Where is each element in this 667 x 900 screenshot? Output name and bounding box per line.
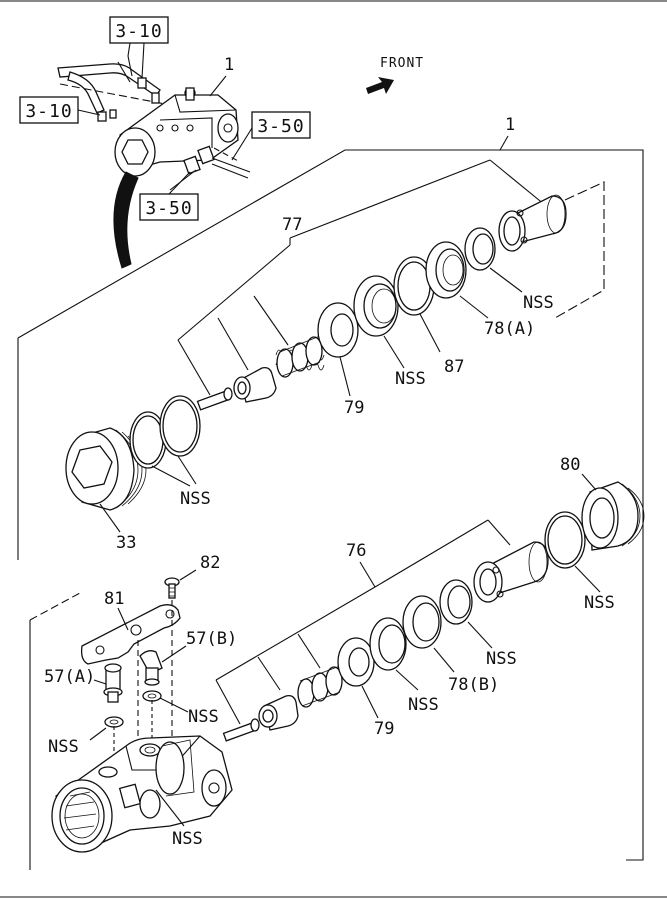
spring-upper bbox=[275, 335, 325, 378]
front-indicator: FRONT bbox=[366, 56, 424, 94]
fitting-57a bbox=[103, 663, 123, 703]
ring-lower-cap bbox=[544, 511, 586, 569]
washer-a bbox=[104, 716, 124, 728]
spacer-upper-79 bbox=[317, 302, 359, 358]
lower-group: 76 79 bbox=[29, 455, 645, 870]
plate-81 bbox=[80, 604, 181, 665]
ring-upper-87 bbox=[393, 256, 435, 316]
spring-lower bbox=[297, 665, 343, 708]
callout-ring-87: 87 bbox=[444, 357, 464, 377]
callout-cap-ring: NSS bbox=[584, 593, 615, 613]
plunger-lower bbox=[258, 694, 299, 731]
seal-upper bbox=[353, 275, 399, 337]
callout-spacer-79-upper: 79 bbox=[344, 398, 364, 418]
cap-lower-80 bbox=[581, 481, 645, 551]
callout-seal-upper: NSS bbox=[395, 369, 426, 389]
upper-group: 77 bbox=[65, 159, 605, 553]
callout-ring-78b: 78(B) bbox=[448, 675, 499, 695]
zoom-arrow bbox=[113, 171, 139, 269]
callout-fitting-57b: 57(B) bbox=[186, 629, 237, 649]
upper-frame: 1 bbox=[17, 115, 644, 861]
plunger-upper bbox=[233, 366, 277, 403]
sleeve-lower bbox=[473, 541, 549, 603]
ring-lower-small bbox=[439, 579, 473, 625]
cap-upper-33 bbox=[65, 427, 147, 511]
callout-plate-81: 81 bbox=[104, 589, 124, 609]
callout-body-lower: NSS bbox=[172, 829, 203, 849]
o-rings-upper bbox=[129, 395, 201, 469]
tube-clamp-4 bbox=[109, 109, 117, 119]
callout-frame: 1 bbox=[505, 115, 515, 135]
callout-washer-a: NSS bbox=[48, 737, 79, 757]
callout-kit-76: 76 bbox=[346, 541, 366, 561]
washer-b bbox=[142, 690, 162, 702]
tube-clamp-3 bbox=[97, 111, 107, 122]
seal-lower bbox=[369, 617, 407, 671]
callout-assembly-overview: 1 bbox=[224, 55, 234, 75]
ref-hose-bottom: 3-50 bbox=[145, 198, 192, 219]
sleeve-upper bbox=[498, 194, 567, 252]
ring-lower-78b bbox=[402, 595, 442, 649]
callout-orings-upper: NSS bbox=[180, 489, 211, 509]
callout-cap-80: 80 bbox=[560, 455, 580, 475]
ref-tube-left: 3-10 bbox=[25, 101, 72, 122]
callout-ring-lower: NSS bbox=[486, 649, 517, 669]
ring-upper-78a bbox=[425, 241, 467, 299]
callout-ring-78a: 78(A) bbox=[484, 319, 535, 339]
callout-washer-b: NSS bbox=[188, 707, 219, 727]
overview-callouts: 3-10 3-10 3-50 3-50 1 bbox=[19, 16, 311, 221]
callout-spacer-79-lower: 79 bbox=[374, 719, 394, 739]
callout-ring-small-upper: NSS bbox=[523, 293, 554, 313]
ref-hose-right: 3-50 bbox=[257, 116, 304, 137]
callout-kit-77: 77 bbox=[282, 215, 302, 235]
pin-upper bbox=[196, 387, 233, 411]
fitting-57b bbox=[139, 650, 163, 686]
overview-assembly bbox=[57, 55, 251, 269]
spacer-lower-79 bbox=[337, 637, 375, 687]
callout-cap-33: 33 bbox=[116, 533, 136, 553]
tube-clamp-2 bbox=[151, 92, 160, 104]
coolant-tube-lower bbox=[67, 71, 105, 114]
front-label: FRONT bbox=[380, 56, 424, 71]
valve-body-lower bbox=[51, 735, 233, 853]
callout-fitting-57a: 57(A) bbox=[44, 667, 95, 687]
callout-screw-82: 82 bbox=[200, 553, 220, 573]
callout-seal-lower: NSS bbox=[408, 695, 439, 715]
ring-upper-small bbox=[464, 227, 496, 271]
pin-lower bbox=[222, 718, 260, 742]
ref-tube-top: 3-10 bbox=[115, 21, 162, 42]
screw-82 bbox=[164, 577, 180, 599]
front-arrow-icon bbox=[366, 77, 394, 94]
tube-clamp-1 bbox=[137, 77, 147, 89]
